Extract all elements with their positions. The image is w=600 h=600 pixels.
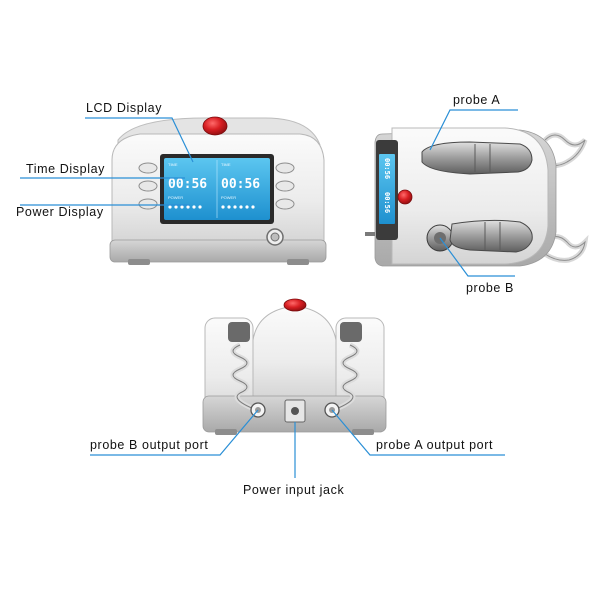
top-view: 00:56 00:56 [365, 127, 589, 267]
lcd-power-tag-right: POWER [221, 195, 236, 200]
top-red-button[interactable] [397, 189, 413, 205]
probe-holder-left [228, 322, 250, 342]
front-view: TIME TIME 00:56 00:56 POWER POWER [109, 116, 327, 265]
label-time-display: Time Display [26, 162, 105, 176]
emergency-stop-button[interactable] [202, 116, 228, 136]
lcd-time-tag-right: TIME [221, 162, 231, 167]
label-probe-b-output-port: probe B output port [90, 438, 208, 452]
callout-line-probe-b-output-port [90, 409, 259, 456]
callout-line-probe-b [439, 237, 515, 277]
power-level-dots-left [168, 205, 202, 209]
label-probe-b: probe B [466, 281, 514, 295]
label-power-input-jack: Power input jack [243, 483, 344, 497]
label-probe-a-output-port: probe A output port [376, 438, 493, 452]
left-button-2[interactable] [138, 180, 158, 192]
left-button-1[interactable] [138, 162, 158, 174]
callout-lines [20, 109, 518, 478]
callout-line-lcd-display [85, 117, 194, 163]
vertical-lcd-time-1: 00:56 [383, 158, 391, 179]
left-button-3[interactable] [138, 198, 158, 210]
vertical-lcd-time-2: 00:56 [383, 192, 391, 213]
lcd-time-tag-left: TIME [168, 162, 178, 167]
power-level-dots-right [221, 205, 255, 209]
probe-b[interactable] [449, 219, 533, 253]
foot [128, 259, 150, 265]
vertical-lcd [379, 154, 395, 224]
lcd-power-tag-left: POWER [168, 195, 183, 200]
probe-holder-right [340, 322, 362, 342]
label-power-display: Power Display [16, 205, 104, 219]
right-button-2[interactable] [275, 180, 295, 192]
foot [287, 259, 309, 265]
back-view [202, 298, 387, 435]
back-red-button[interactable] [283, 298, 307, 312]
callout-line-probe-a [429, 109, 518, 151]
label-probe-a: probe A [453, 93, 500, 107]
side-connector [365, 232, 375, 236]
right-button-1[interactable] [275, 162, 295, 174]
lcd-time-left: 00:56 [168, 177, 207, 192]
lcd-time-right: 00:56 [221, 177, 260, 192]
right-button-3[interactable] [275, 198, 295, 210]
probe-a[interactable] [421, 141, 533, 175]
callout-line-probe-a-output-port [331, 409, 505, 456]
label-lcd-display: LCD Display [86, 101, 162, 115]
